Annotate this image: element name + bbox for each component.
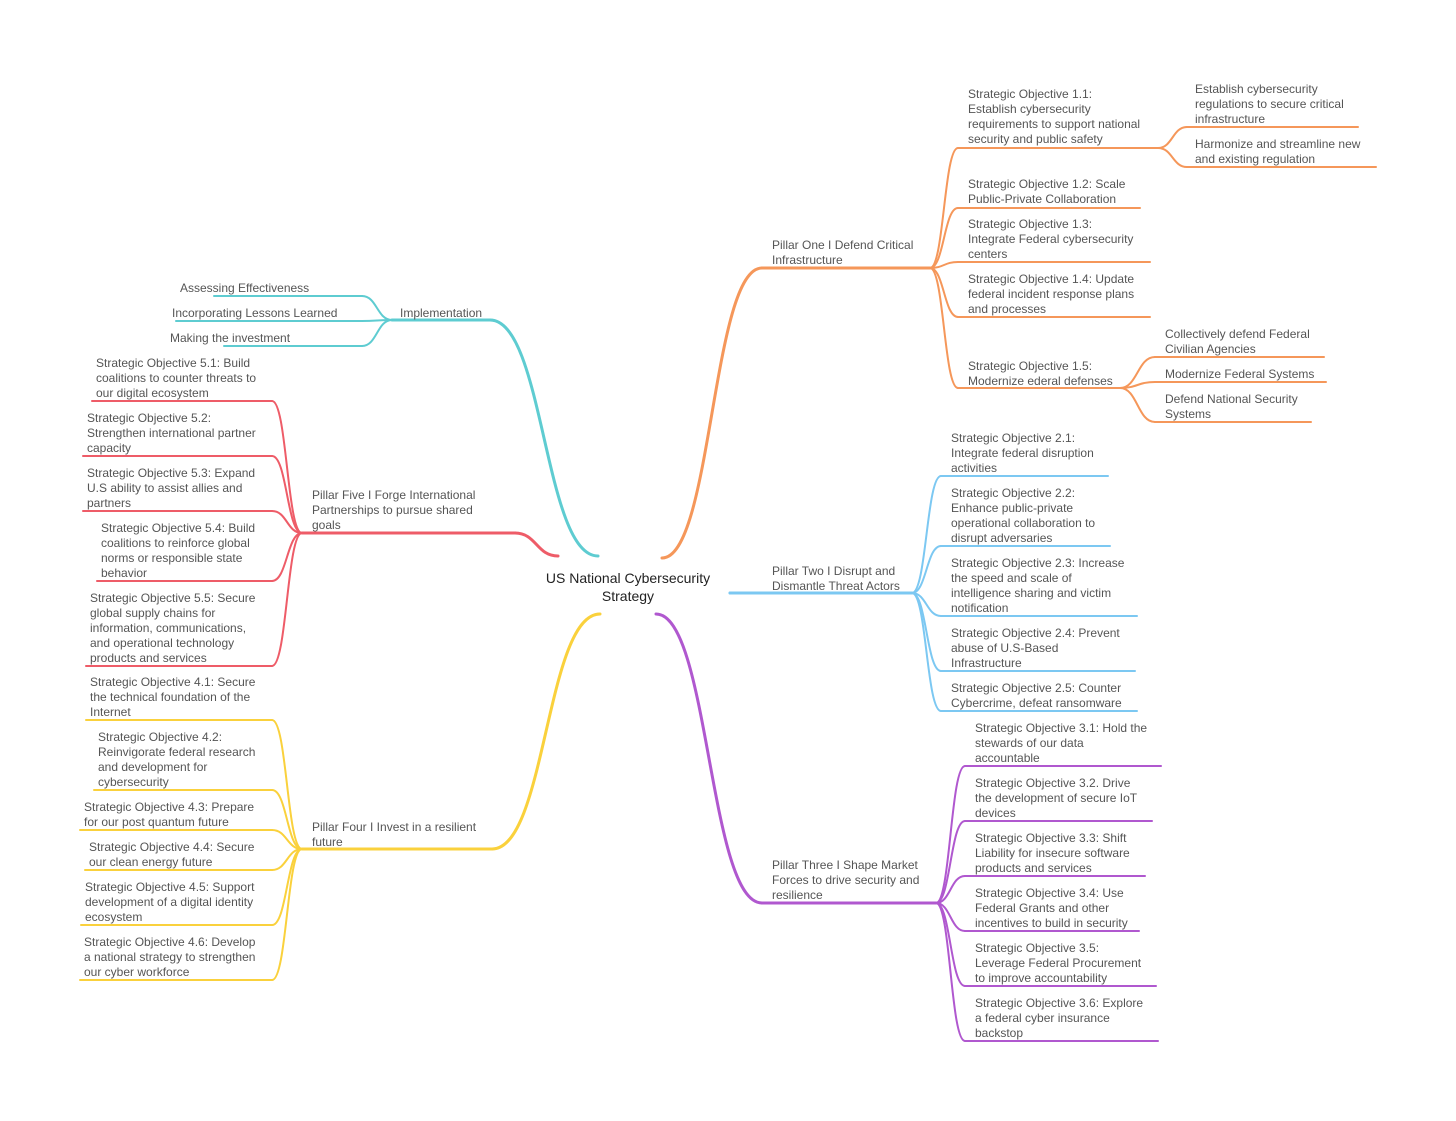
implementation-objective-3-connector xyxy=(361,319,393,347)
pillar-five-label: Pillar Five I Forge International Partne… xyxy=(312,488,476,532)
implementation-objective-2: Incorporating Lessons Learned xyxy=(172,306,338,320)
pillar-five-objective-5: Strategic Objective 5.5: Secure global s… xyxy=(90,591,256,665)
pillar_one-objective-1-child-1-connector xyxy=(1157,126,1188,149)
pillar-four-objective-2: Strategic Objective 4.2: Reinvigorate fe… xyxy=(98,730,256,789)
pillar_five-objective-4-connector xyxy=(271,532,303,582)
pillar-one-label: Pillar One I Defend Critical Infrastruct… xyxy=(772,238,914,267)
implementation-objective-1-connector xyxy=(361,295,393,321)
pillar_three-main-connector xyxy=(654,612,764,905)
pillar_two-objective-2-connector xyxy=(911,545,942,594)
pillar-five-objective-1: Strategic Objective 5.1: Build coalition… xyxy=(96,356,257,400)
pillar-one-objective-4: Strategic Objective 1.4: Update federal … xyxy=(968,272,1135,316)
pillar_four-objective-1-connector xyxy=(271,719,303,850)
pillar_four-objective-6-connector xyxy=(271,848,303,981)
pillar-five-objective-2: Strategic Objective 5.2: Strengthen inte… xyxy=(87,411,256,455)
pillar_three-objective-2-connector xyxy=(935,820,966,904)
pillar_one-objective-5-connector xyxy=(929,267,959,389)
pillar_three-objective-6-connector xyxy=(935,902,966,1042)
pillar-three-objective-6: Strategic Objective 3.6: Explore a feder… xyxy=(975,996,1144,1040)
pillar_four-main-connector xyxy=(490,612,602,851)
pillar-one-objective-1-child-1: Establish cybersecurity regulations to s… xyxy=(1195,82,1344,126)
pillar-two-objective-5: Strategic Objective 2.5: Counter Cybercr… xyxy=(951,681,1122,710)
pillar-four-objective-5: Strategic Objective 4.5: Support develop… xyxy=(85,880,255,924)
pillar-one-objective-5: Strategic Objective 1.5: Modernize edera… xyxy=(968,359,1113,388)
implementation-objective-3: Making the investment xyxy=(170,331,291,345)
pillar-two-objective-2: Strategic Objective 2.2: Enhance public-… xyxy=(951,486,1096,545)
pillar_one-objective-1-child-2-connector xyxy=(1157,147,1188,168)
pillar-two-objective-3: Strategic Objective 2.3: Increase the sp… xyxy=(951,556,1125,615)
pillar-one-objective-5-child-3: Defend National Security Systems xyxy=(1165,392,1298,421)
pillar-five-objective-4: Strategic Objective 5.4: Build coalition… xyxy=(101,521,256,580)
pillar-four-objective-1: Strategic Objective 4.1: Secure the tech… xyxy=(90,675,256,719)
pillar-one-objective-3: Strategic Objective 1.3: Integrate Feder… xyxy=(968,217,1134,261)
pillar_five-objective-3-connector xyxy=(271,510,303,534)
pillar_five-objective-5-connector xyxy=(271,532,303,667)
pillar-one-objective-2: Strategic Objective 1.2: Scale Public-Pr… xyxy=(968,177,1126,206)
pillar-one-objective-5-child-1: Collectively defend Federal Civilian Age… xyxy=(1165,327,1310,356)
implementation-main-connector xyxy=(488,318,600,558)
pillar_one-objective-2-connector xyxy=(929,207,959,269)
pillar-five-objective-3: Strategic Objective 5.3: Expand U.S abil… xyxy=(87,466,256,510)
pillar-three-objective-1: Strategic Objective 3.1: Hold the stewar… xyxy=(975,721,1148,765)
pillar-three-objective-2: Strategic Objective 3.2. Drive the devel… xyxy=(975,776,1138,820)
pillar-three-objective-3: Strategic Objective 3.3: Shift Liability… xyxy=(975,831,1130,875)
pillar_five-objective-2-connector xyxy=(271,455,303,534)
pillar_five-main-connector xyxy=(513,531,560,558)
pillar_four-objective-2-connector xyxy=(271,789,303,850)
pillar_one-main-connector xyxy=(660,266,764,560)
pillar-three-objective-5: Strategic Objective 3.5: Leverage Federa… xyxy=(975,941,1142,985)
pillar_one-objective-4-connector xyxy=(929,267,959,318)
implementation-objective-1: Assessing Effectiveness xyxy=(180,281,310,295)
pillar-three-objective-4: Strategic Objective 3.4: Use Federal Gra… xyxy=(975,886,1128,930)
pillar-one-objective-1-child-2: Harmonize and streamline new and existin… xyxy=(1195,137,1361,166)
pillar_two-objective-1-connector xyxy=(911,475,942,594)
pillar-two-objective-4: Strategic Objective 2.4: Prevent abuse o… xyxy=(951,626,1120,670)
pillar_one-objective-5-child-3-connector xyxy=(1119,387,1156,423)
implementation-label: Implementation xyxy=(400,306,483,320)
pillar-three-label: Pillar Three I Shape Market Forces to dr… xyxy=(772,858,920,902)
pillar-one-objective-5-child-2: Modernize Federal Systems xyxy=(1165,367,1315,381)
pillar-one-objective-1: Strategic Objective 1.1: Establish cyber… xyxy=(968,87,1141,146)
pillar_one-objective-1-connector xyxy=(929,147,959,269)
root-title: US National Cybersecurity Strategy xyxy=(545,570,711,604)
pillar_three-objective-1-connector xyxy=(935,765,966,904)
pillar-four-objective-4: Strategic Objective 4.4: Secure our clea… xyxy=(89,840,255,869)
pillar_two-objective-5-connector xyxy=(911,592,942,712)
pillar-two-label: Pillar Two I Disrupt and Dismantle Threa… xyxy=(772,564,900,593)
pillar-four-label: Pillar Four I Invest in a resilient futu… xyxy=(312,820,477,849)
pillar_five-objective-1-connector xyxy=(271,400,303,534)
pillar-four-objective-3: Strategic Objective 4.3: Prepare for our… xyxy=(84,800,255,829)
pillar_three-objective-3-connector xyxy=(935,875,966,904)
pillar-two-objective-1: Strategic Objective 2.1: Integrate feder… xyxy=(951,431,1094,475)
pillar-four-objective-6: Strategic Objective 4.6: Develop a natio… xyxy=(84,935,256,979)
